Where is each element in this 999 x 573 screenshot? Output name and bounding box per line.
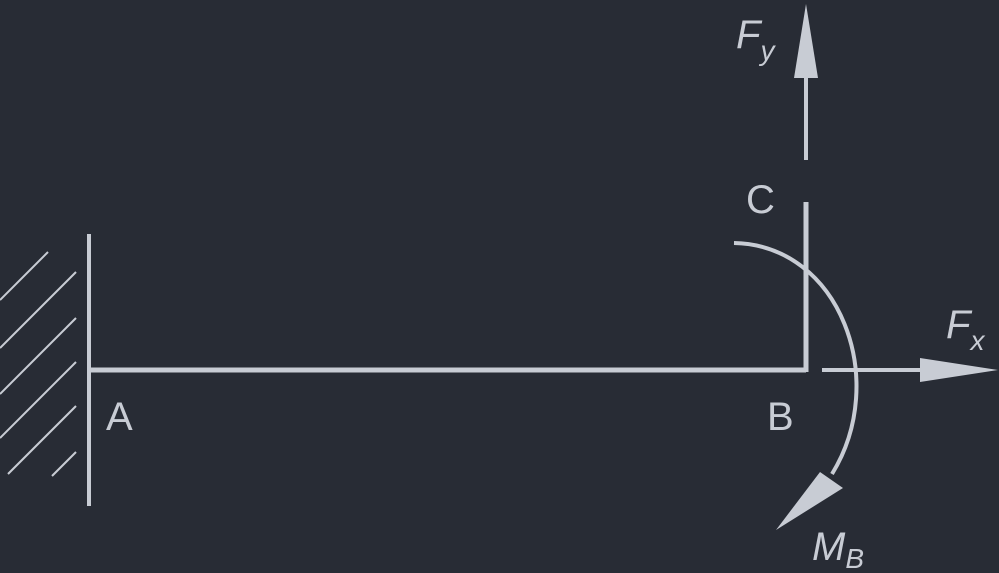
force-fx-arrow [822, 358, 998, 382]
moment-mb-label: MB [812, 525, 864, 573]
wall-hatching [0, 251, 77, 477]
force-fx-label: Fx [946, 303, 985, 356]
moment-mb-arrowhead [776, 472, 843, 530]
point-a-label: A [106, 395, 133, 439]
point-c-label: C [746, 178, 775, 222]
force-fy-arrowhead [794, 4, 818, 78]
fixed-support [0, 234, 91, 506]
point-b-label: B [767, 395, 794, 439]
force-fx-arrowhead [920, 358, 998, 382]
force-fy-label: Fy [736, 13, 776, 66]
moment-mb-arrow [733, 241, 859, 530]
force-fy-arrow [794, 4, 818, 160]
